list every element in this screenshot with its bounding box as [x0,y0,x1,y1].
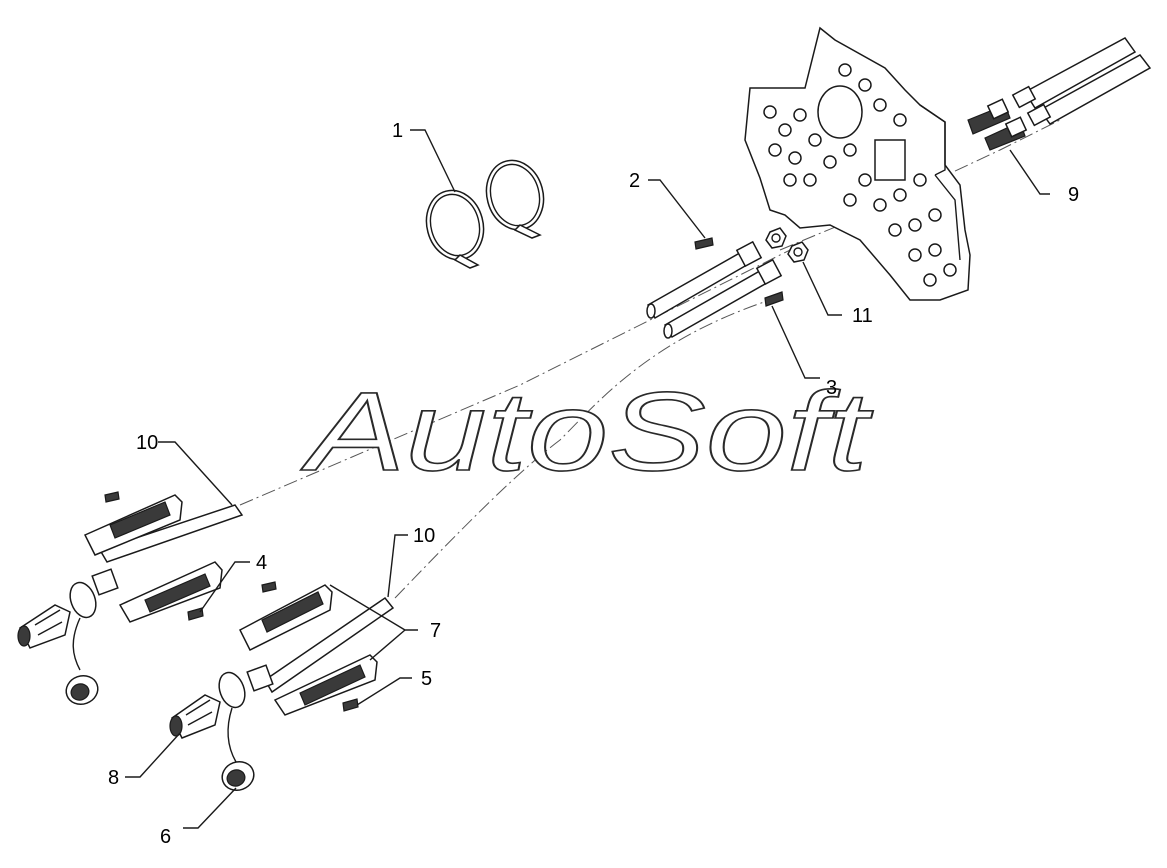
callout-9: 9 [1068,184,1079,206]
nuts-11 [765,227,809,263]
callout-10-lower: 10 [413,525,435,547]
callout-labels: 1 2 3 4 5 6 7 8 9 10 10 11 [108,120,1079,848]
callout-5: 5 [421,668,432,690]
callout-3: 3 [826,377,837,399]
tube-pair-2 [646,240,783,339]
callout-7: 7 [430,620,441,642]
coupling-assembly-lower [239,581,395,716]
fitting-pair-9 [967,37,1152,151]
callout-8: 8 [108,767,119,789]
watermark: AutoSoft [300,369,873,494]
coupling-assembly-upper [83,491,244,623]
callout-11: 11 [852,305,873,327]
callout-4: 4 [256,552,267,574]
cable-tie-rings [425,159,545,269]
callout-2: 2 [629,170,640,192]
callout-10-upper: 10 [136,432,158,454]
callout-1: 1 [392,120,403,142]
quick-coupler-lower [169,671,255,791]
leader-lines [125,129,1050,829]
quick-coupler-upper [17,581,99,705]
clips-3 [694,237,784,307]
plate-holes [763,63,957,287]
mounting-plate [744,26,971,301]
callout-6: 6 [160,826,171,848]
